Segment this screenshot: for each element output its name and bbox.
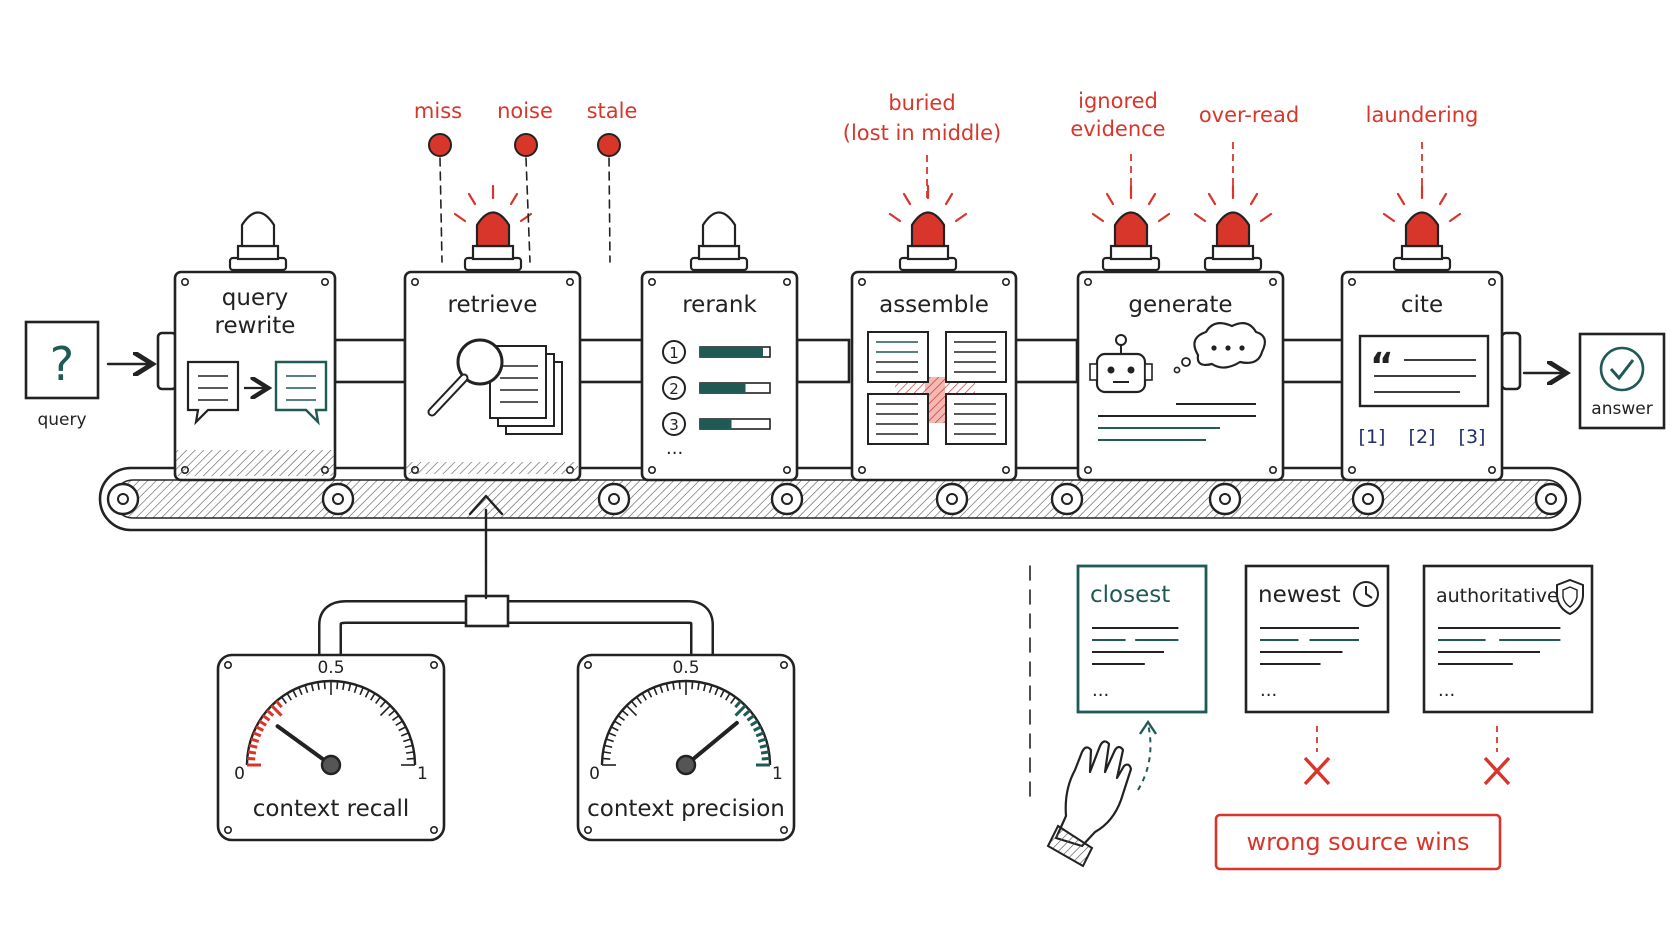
- failure-evidence-label: evidence: [1070, 117, 1165, 141]
- gauge-needle: [275, 724, 333, 767]
- alert-beacon-icon: [453, 184, 533, 272]
- source-title: closest: [1090, 582, 1170, 608]
- stage-label: rerank: [682, 292, 757, 318]
- rank-score-bar: [700, 383, 746, 393]
- rank-score-bar: [700, 347, 763, 357]
- stage-label: generate: [1128, 292, 1232, 318]
- source-card-newest: newest...: [1244, 564, 1390, 714]
- alert-beacon-icon: [1091, 184, 1171, 272]
- robot-icon: [1089, 334, 1153, 394]
- failure-ignored-label: ignored: [1078, 89, 1158, 113]
- question-mark-icon: ?: [50, 337, 74, 391]
- rank-more: ...: [666, 438, 683, 459]
- gauge-min: 0: [589, 764, 600, 784]
- gauge-label: context recall: [253, 796, 410, 822]
- rank-score-bar: [700, 419, 732, 429]
- source-card-closest: closest...: [1076, 564, 1208, 714]
- query-input: ? query: [24, 320, 100, 430]
- rank-number: 2: [669, 380, 679, 398]
- answer-label: answer: [1591, 399, 1652, 419]
- connector-pipes: [156, 331, 1522, 391]
- rank-number: 1: [669, 344, 679, 362]
- up-arrow-icon: [468, 494, 504, 516]
- thought-bubble-icon: [1173, 321, 1267, 374]
- belt-roller: [1050, 482, 1084, 516]
- shield-icon: [1556, 578, 1584, 616]
- stage-label: assemble: [879, 292, 989, 318]
- stage-generate: generate: [1076, 184, 1285, 482]
- failure-over-read-label: over-read: [1199, 103, 1299, 127]
- source-card-authoritative: authoritative...: [1422, 564, 1594, 714]
- citation-panel: “ [1] [2] [3]: [1359, 334, 1490, 448]
- gauge-max: 1: [417, 764, 428, 784]
- failure-buried-label: buried: [888, 91, 955, 115]
- gauge-label: context precision: [587, 796, 785, 822]
- stage-label-line1: query: [222, 285, 288, 311]
- source-more: ...: [1260, 680, 1277, 701]
- gauge-max: 1: [772, 764, 783, 784]
- source-more: ...: [1092, 680, 1109, 701]
- metrics-pipe: [318, 494, 714, 654]
- clock-icon: [1353, 581, 1379, 607]
- hand-icon: [1046, 719, 1157, 868]
- query-label: query: [37, 410, 86, 430]
- stage-retrieve: retrieve: [403, 184, 582, 482]
- stage-cite: cite “ [1] [2] [3]: [1340, 184, 1504, 482]
- failure-miss-label: miss: [414, 99, 462, 123]
- stage-rerank: rerank 1 2 3...: [640, 211, 799, 482]
- source-title: authoritative: [1436, 585, 1559, 607]
- gauge-mid: 0.5: [672, 658, 699, 678]
- belt-roller: [770, 482, 804, 516]
- stage-label: cite: [1401, 292, 1443, 318]
- gauge-context-precision: 0 1 0.5 context precision: [576, 653, 796, 842]
- ranked-list: 1 2 3...: [662, 340, 771, 459]
- context-panels: [867, 331, 1007, 445]
- failure-noise-label: noise: [497, 99, 553, 123]
- citation-ref: [2]: [1409, 426, 1436, 448]
- answer-output: answer: [1578, 332, 1666, 430]
- checkmark-icon: [1609, 359, 1635, 381]
- belt-roller: [1351, 482, 1385, 516]
- beacon-icon: [689, 211, 749, 272]
- verdict-box: wrong source wins: [1214, 813, 1502, 871]
- belt-roller: [1208, 482, 1242, 516]
- source-more: ...: [1438, 680, 1455, 701]
- rank-number: 3: [669, 416, 679, 434]
- gauge-context-recall: 0 1 0.5 context recall: [216, 653, 446, 842]
- alert-beacon-icon: [888, 184, 968, 272]
- belt-roller: [597, 482, 631, 516]
- failure-laundering-label: laundering: [1366, 103, 1479, 127]
- belt-roller: [1534, 482, 1568, 516]
- gauge-mid: 0.5: [317, 658, 344, 678]
- check-circle-icon: [1599, 346, 1645, 392]
- failure-stale-label: stale: [587, 99, 638, 123]
- generated-text-lines: [1098, 403, 1256, 441]
- belt-roller: [321, 482, 355, 516]
- belt-roller: [935, 482, 969, 516]
- alert-beacon-icon: [1382, 184, 1462, 272]
- verdict-label: wrong source wins: [1246, 828, 1469, 856]
- failure-markers: miss noise stale buried (lost in middle)…: [414, 89, 1479, 263]
- belt-roller: [106, 482, 140, 516]
- stage-assemble: assemble: [850, 184, 1018, 482]
- gauge-min: 0: [234, 764, 245, 784]
- citation-ref: [3]: [1459, 426, 1486, 448]
- stage-label-line2: rewrite: [215, 313, 296, 339]
- rejection-marks: [1303, 726, 1511, 786]
- alert-beacon-icon: [1193, 184, 1273, 272]
- failure-buried-sub-label: (lost in middle): [843, 121, 1001, 145]
- gauge-needle: [684, 720, 739, 767]
- quote-mark-icon: “: [1370, 346, 1394, 387]
- magnifier-docs-icon: [427, 338, 563, 435]
- citation-ref: [1]: [1359, 426, 1386, 448]
- beacon-icon: [228, 211, 288, 272]
- rewrite-bubbles-icon: [186, 360, 328, 426]
- stage-label: retrieve: [448, 292, 538, 318]
- source-title: newest: [1258, 582, 1341, 608]
